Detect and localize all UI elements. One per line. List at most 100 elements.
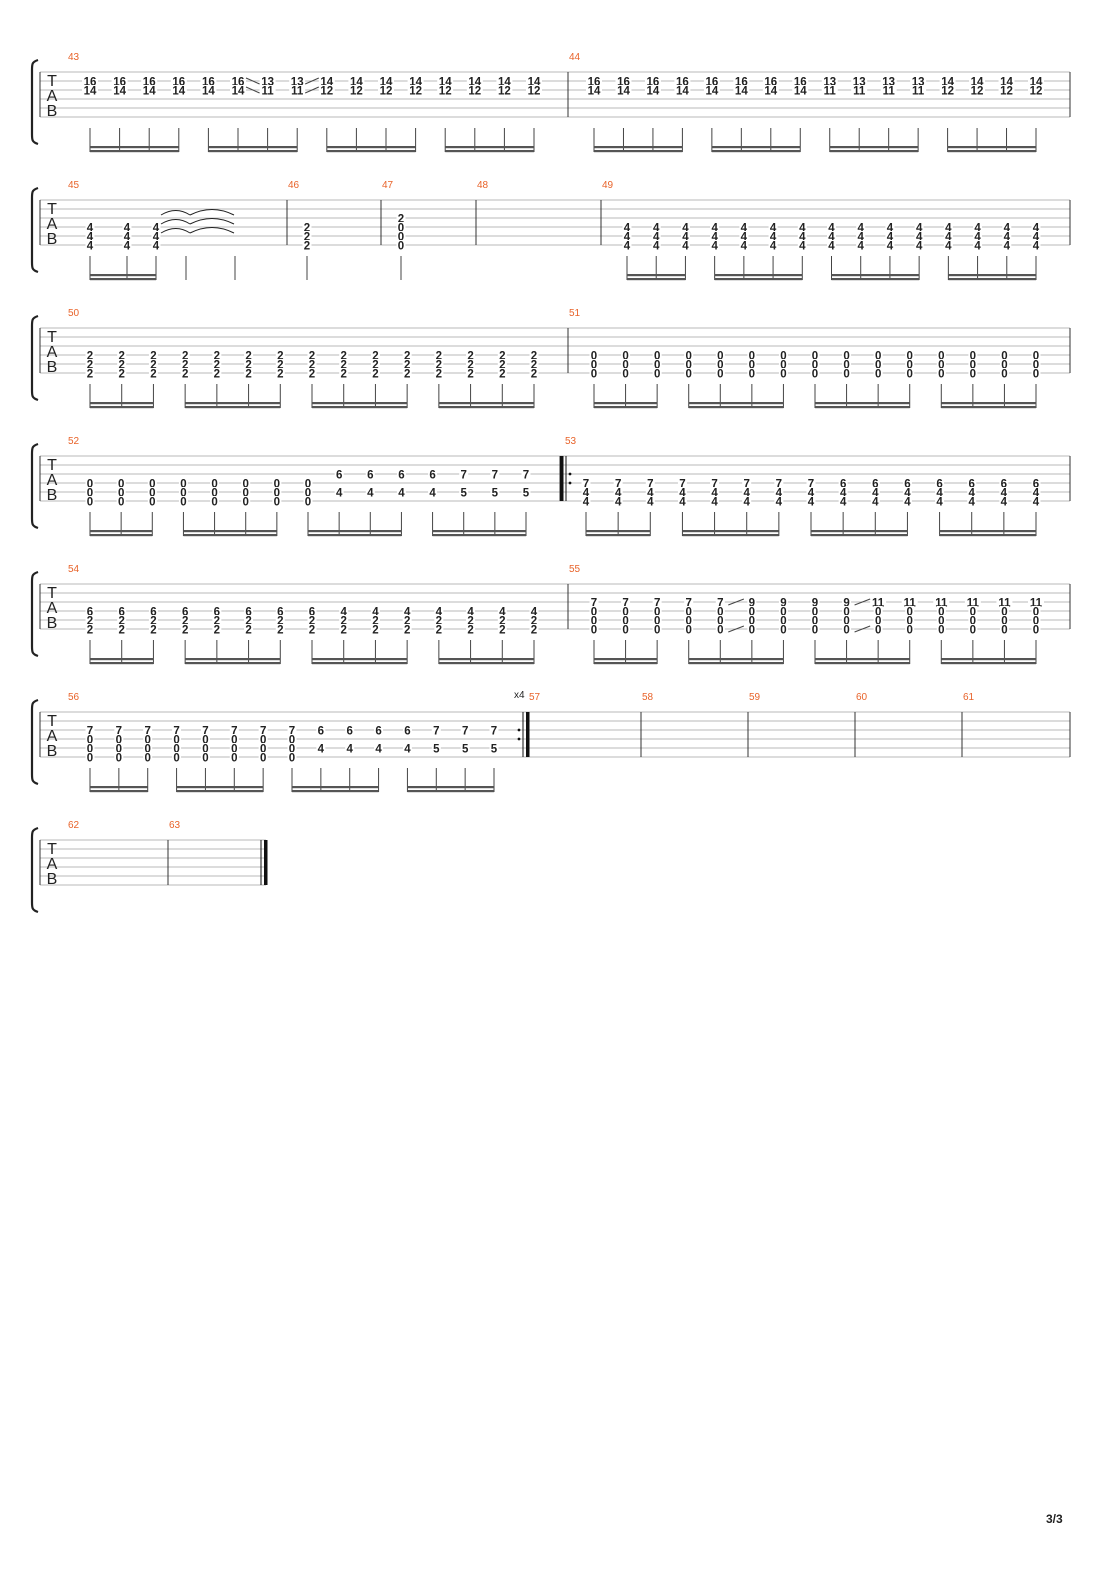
fret-bg (275, 615, 285, 625)
fret-bg (873, 615, 883, 625)
fret-bg (114, 734, 124, 744)
fret-bg (652, 368, 662, 378)
fret-bg (715, 624, 725, 634)
fret-bg (747, 368, 757, 378)
fret-bg (684, 606, 694, 616)
fret-number: 4 (1004, 231, 1011, 243)
fret-bg (968, 350, 978, 360)
fret-number: 12 (971, 85, 984, 97)
fret-bg (873, 359, 883, 369)
fret-bg (180, 368, 190, 378)
fret-bg (792, 85, 809, 95)
fret-number: 7 (231, 725, 237, 737)
measure-number: 47 (382, 180, 394, 191)
beam (90, 278, 156, 281)
fret-bg (466, 615, 476, 625)
fret-number: 4 (799, 222, 806, 234)
fret-number: 0 (116, 743, 122, 755)
fret-bg (1031, 231, 1041, 241)
fret-number: 2 (372, 350, 378, 362)
fret-number: 0 (938, 368, 944, 380)
fret-bg (212, 368, 222, 378)
fret-bg (910, 85, 927, 95)
fret-bg (200, 752, 210, 762)
fret-bg (905, 350, 915, 360)
fret-bg (677, 496, 687, 506)
beam (308, 530, 402, 533)
fret-number: 0 (1001, 368, 1007, 380)
fret-bg (999, 624, 1009, 634)
fret-bg (180, 624, 190, 634)
fret-number: 0 (812, 368, 818, 380)
measure-number: 43 (68, 52, 80, 63)
fret-bg (968, 368, 978, 378)
beam (208, 150, 298, 153)
fret-number: 0 (149, 496, 155, 508)
fret-bg (141, 85, 158, 95)
fret-number: 0 (145, 752, 151, 764)
fret-bg (114, 725, 124, 735)
fret-bg (466, 606, 476, 616)
fret-bg (733, 85, 750, 95)
beam (326, 150, 416, 153)
fret-number: 0 (87, 752, 93, 764)
beam (815, 406, 910, 409)
fret-bg (936, 624, 946, 634)
fret-number: 2 (214, 368, 220, 380)
fret-number: 4 (770, 222, 777, 234)
fret-number: 2 (119, 615, 125, 627)
fret-number: 0 (231, 752, 237, 764)
fret-bg (914, 240, 924, 250)
fret-number: 4 (741, 231, 748, 243)
fret-bg (810, 368, 820, 378)
fret-number: 0 (274, 496, 280, 508)
fret-number: 4 (936, 496, 943, 508)
fret-bg (402, 743, 412, 753)
fret-number: 2 (499, 359, 505, 371)
fret-number: 0 (231, 734, 237, 746)
fret-bg (1031, 606, 1041, 616)
fret-number: 4 (653, 240, 660, 252)
fret-number: 0 (202, 734, 208, 746)
fret-bg (116, 496, 126, 506)
fret-number: 4 (840, 496, 847, 508)
fret-bg (652, 606, 662, 616)
fret-bg (318, 85, 335, 95)
fret-number: 2 (277, 359, 283, 371)
fret-number: 0 (780, 606, 786, 618)
fret-number: 0 (173, 743, 179, 755)
fret-bg (212, 615, 222, 625)
fret-bg (229, 743, 239, 753)
fret-number: 14 (764, 85, 777, 97)
fret-number: 0 (970, 615, 976, 627)
fret-bg (151, 222, 161, 232)
repeat-dot (517, 737, 521, 741)
fret-bg (466, 359, 476, 369)
repeat-start-thick-bar (560, 456, 564, 501)
slide-line (245, 86, 260, 94)
fret-bg (810, 597, 820, 607)
fret-number: 6 (318, 725, 324, 737)
fret-bg (459, 487, 469, 497)
measure-number: 48 (477, 180, 489, 191)
fret-bg (434, 606, 444, 616)
beam (432, 530, 526, 533)
fret-bg (316, 725, 326, 735)
fret-number: 0 (116, 734, 122, 746)
fret-number: 6 (309, 606, 315, 618)
fret-number: 0 (875, 606, 881, 618)
repeat-dot (568, 472, 572, 476)
fret-number: 12 (320, 85, 333, 97)
fret-bg (621, 368, 631, 378)
fret-bg (348, 85, 365, 95)
fret-number: 0 (1001, 606, 1007, 618)
fret-number: 4 (974, 240, 981, 252)
fret-bg (935, 478, 945, 488)
fret-number: 6 (245, 606, 251, 618)
fret-number: 4 (770, 231, 777, 243)
fret-number: 2 (309, 368, 315, 380)
fret-bg (259, 85, 276, 95)
beam (594, 146, 683, 149)
fret-bg (998, 85, 1015, 95)
